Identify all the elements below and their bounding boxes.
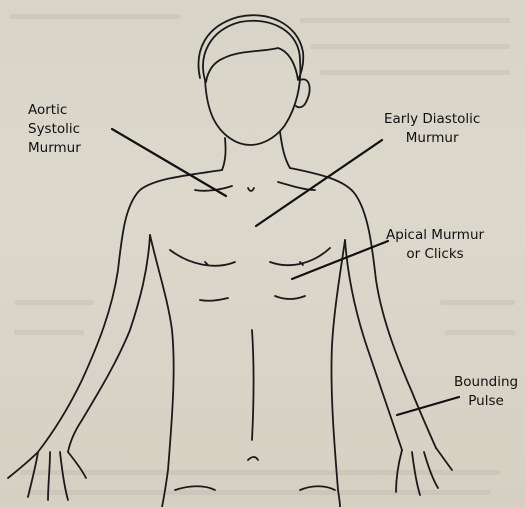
aortic-label-line-2: Systolic [28, 120, 81, 139]
torso-left-side [150, 235, 174, 507]
waist-line-left [175, 486, 215, 490]
aortic-label-line-3: Murmur [28, 139, 81, 158]
abdomen-line [252, 330, 254, 440]
waist-line-right [300, 486, 335, 490]
aortic-systolic-murmur-label: Aortic Systolic Murmur [28, 101, 81, 158]
sternal-notch [248, 188, 254, 191]
rib-line-right [275, 296, 305, 299]
left-shoulder-arm [38, 170, 222, 452]
aortic-leader-line [112, 129, 226, 196]
left-inner-arm [68, 235, 150, 452]
navel [248, 457, 258, 460]
head-outline [203, 21, 300, 145]
rib-line-left [200, 298, 228, 301]
diastolic-leader-line [256, 140, 382, 226]
bounding-label-line-2: Pulse [454, 392, 518, 411]
neck-right [280, 132, 290, 168]
early-diastolic-murmur-label: Early Diastolic Murmur [384, 110, 480, 148]
left-hand [8, 452, 86, 500]
right-shoulder-arm [290, 168, 436, 448]
hair-outline [199, 15, 304, 82]
apical-label-line-2: or Clicks [386, 245, 484, 264]
aortic-label-line-1: Aortic [28, 101, 81, 120]
diastolic-label-line-1: Early Diastolic [384, 110, 480, 129]
bounding-leader-line [397, 397, 459, 415]
torso-right-side [331, 240, 345, 507]
neck-left [222, 138, 226, 170]
bounding-pulse-label: Bounding Pulse [454, 373, 518, 411]
diastolic-label-line-2: Murmur [384, 129, 480, 148]
right-hand [396, 448, 452, 495]
apical-label-line-1: Apical Murmur [386, 226, 484, 245]
apical-murmur-label: Apical Murmur or Clicks [386, 226, 484, 264]
left-pectoral [170, 250, 235, 266]
bounding-label-line-1: Bounding [454, 373, 518, 392]
